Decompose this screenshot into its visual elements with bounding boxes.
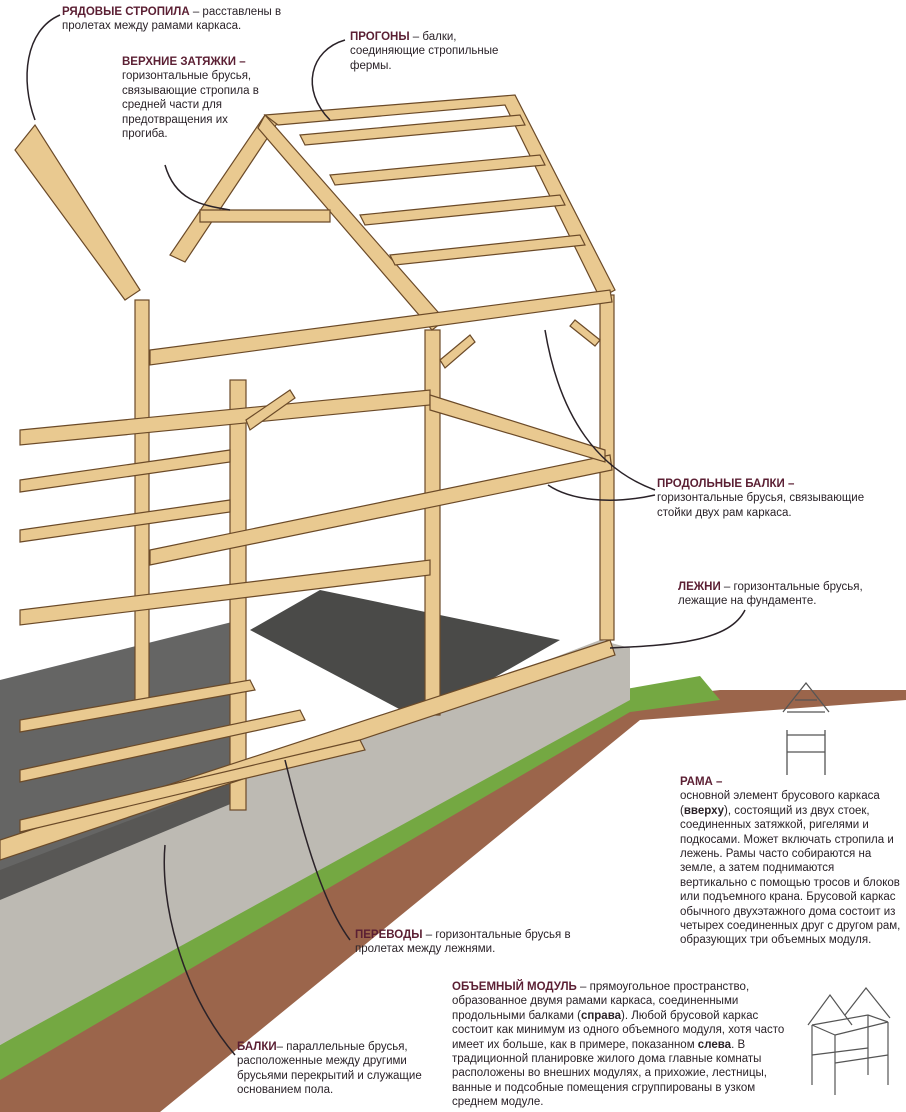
joist <box>19 679 256 733</box>
leader-prodolnye-1 <box>544 329 656 491</box>
joist <box>19 739 366 833</box>
leader-perevody <box>284 759 351 941</box>
brace <box>569 319 601 347</box>
girt <box>149 289 613 366</box>
rafter <box>14 123 141 301</box>
leader-verkhnie <box>164 164 231 211</box>
label-text: ). Любой брусовой каркас состоит как мин… <box>452 1009 785 1051</box>
label-perevody: ПЕРЕВОДЫ – горизонтальные брусья в проле… <box>355 928 585 957</box>
label-text: – параллельные брусья, расположенные меж… <box>237 1041 422 1097</box>
label-title: РЯДОВЫЕ СТРОПИЛА <box>62 6 190 18</box>
girt <box>19 389 431 446</box>
label-title: ОБЪЕМНЫЙ МОДУЛЬ <box>452 981 577 993</box>
label-emphasis: слева <box>697 1038 732 1051</box>
leader-prodolnye-2 <box>547 484 656 501</box>
joist <box>19 449 231 493</box>
label-ryadovye-stropila: РЯДОВЫЕ СТРОПИЛА – расставлены в пролета… <box>62 5 312 34</box>
label-progony: ПРОГОНЫ – балки, соединяющие стропильные… <box>350 30 500 73</box>
soil <box>0 690 906 1112</box>
label-verkhnie-zatyazhki: ВЕРХНИЕ ЗАТЯЖКИ – горизонтальные брусья, … <box>122 55 262 141</box>
label-text: – балки, соединяющие стропильные фермы. <box>350 31 499 72</box>
label-emphasis: справа <box>580 1009 622 1022</box>
label-text: – горизонтальные брусья, лежащие на фунд… <box>678 581 863 608</box>
label-title: РАМА – <box>680 776 723 788</box>
label-title: ПЕРЕВОДЫ <box>355 929 423 941</box>
concrete-foundation <box>0 640 630 1045</box>
label-title: ПРОДОЛЬНЫЕ БАЛКИ – <box>657 478 795 490</box>
girt <box>429 394 606 463</box>
label-text: – горизонтальные брусья в пролетах между… <box>355 929 571 956</box>
frame-icon <box>782 681 830 775</box>
label-text: основной элемент брусового каркаса ( <box>680 790 880 817</box>
label-title: ПРОГОНЫ <box>350 31 410 43</box>
leader-balki <box>163 844 236 1056</box>
label-prodolnye-balki: ПРОДОЛЬНЫЕ БАЛКИ – горизонтальные брусья,… <box>657 477 882 520</box>
label-text: горизонтальные брусья, связывающие стойк… <box>657 492 865 519</box>
label-emphasis: вверху <box>683 804 725 817</box>
leader-lezhni <box>609 609 746 649</box>
girt <box>19 559 431 626</box>
purlin <box>359 194 566 226</box>
brace <box>245 389 296 431</box>
label-balki: БАЛКИ– параллельные брусья, расположенны… <box>237 1040 442 1098</box>
purlin <box>389 234 586 266</box>
label-text: . В традиционной планировке жилого дома … <box>452 1038 767 1109</box>
joist <box>19 709 306 783</box>
label-text: – прямоугольное пространство, образованн… <box>452 981 750 1022</box>
joist <box>19 499 231 543</box>
label-obemny-modul: ОБЪЕМНЫЙ МОДУЛЬ – прямоугольное простран… <box>452 980 802 1110</box>
label-title: БАЛКИ <box>237 1041 277 1053</box>
label-text: – расставлены в пролетах между рамами ка… <box>62 6 282 33</box>
brace <box>439 334 476 369</box>
girt <box>149 454 613 566</box>
label-text: ), состоящий из двух стоек, соединенных … <box>680 804 901 947</box>
collar-tie <box>199 209 331 223</box>
dark-floor <box>250 590 560 720</box>
label-lezhni: ЛЕЖНИ – горизонтальные брусья, лежащие н… <box>678 580 893 609</box>
rafter <box>257 113 446 331</box>
post <box>424 329 441 716</box>
module-icon <box>807 987 891 1095</box>
label-title: ВЕРХНИЕ ЗАТЯЖКИ – <box>122 56 246 68</box>
label-rama: РАМА – основной элемент брусового каркаса… <box>680 775 904 948</box>
purlin <box>299 114 526 146</box>
sill <box>0 639 616 861</box>
leader-progony <box>311 39 346 121</box>
purlin <box>329 154 546 186</box>
label-text: горизонтальные брусья, связывающие строп… <box>122 70 259 141</box>
post <box>134 299 150 701</box>
label-title: ЛЕЖНИ <box>678 581 721 593</box>
leader-ryadovye <box>26 14 61 121</box>
